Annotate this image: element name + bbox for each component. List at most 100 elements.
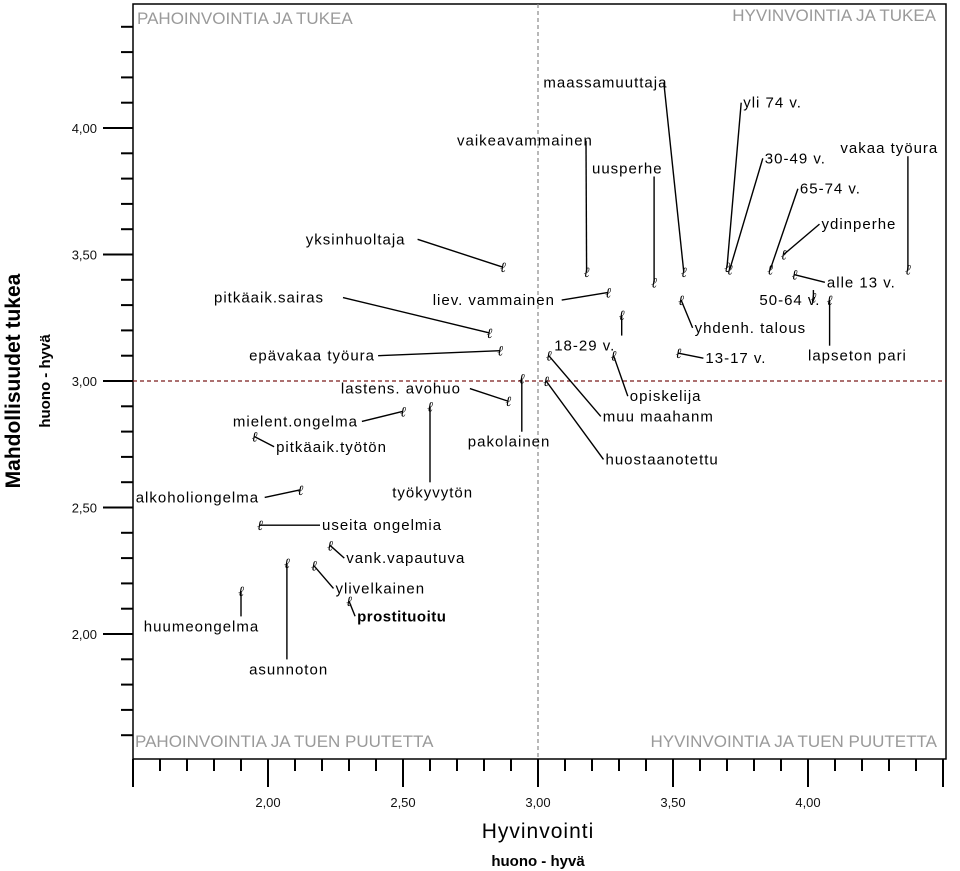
data-point: ℓ (792, 268, 798, 284)
data-label: pitkäaik.sairas (214, 290, 324, 307)
data-label: ylivelkainen (336, 580, 426, 597)
data-point: ℓ (827, 293, 833, 309)
axis-ticks (103, 25, 944, 787)
leader-line (680, 299, 694, 329)
data-label: ydinperhe (822, 216, 897, 233)
data-point: ℓ (546, 349, 552, 365)
data-point: ℓ (724, 260, 730, 276)
leader-line (313, 565, 335, 589)
leader-line (612, 355, 629, 397)
data-label: vank.vapautuva (346, 550, 465, 567)
data-label: prostituoitu (357, 608, 446, 625)
leader-line (361, 410, 404, 423)
data-label: asunnoton (249, 661, 328, 678)
leader-line (545, 380, 605, 460)
y-tick-label: 2,50 (72, 501, 97, 516)
leader-line (348, 600, 356, 617)
x-tick-label: 2,50 (390, 795, 415, 810)
leader-line (342, 296, 490, 334)
leader-line (561, 291, 609, 301)
data-point: ℓ (327, 538, 333, 554)
data-label: yhdenh. talous (695, 320, 807, 337)
data-label: pitkäaik.työtön (276, 439, 387, 456)
data-label: uusperhe (592, 160, 663, 177)
leader-line (469, 387, 509, 402)
data-label: 18-29 v. (554, 338, 615, 355)
x-axis-subtitle: huono - hyvä (491, 853, 585, 870)
y-tick-label: 2,00 (72, 627, 97, 642)
quadrant-label-bottom-right: HYVINVOINTIA JA TUEN PUUTETTA (650, 732, 937, 751)
leader-line (663, 82, 685, 273)
data-label: lastens. avohuo (341, 381, 461, 398)
data-label: huumeongelma (144, 618, 259, 635)
leader-line (585, 140, 588, 273)
data-label: alle 13 v. (827, 274, 896, 291)
y-axis-title: Mahdollisuudet tukea (2, 273, 25, 488)
leader-line (783, 223, 820, 256)
y-tick-label: 3,00 (72, 374, 97, 389)
data-point: ℓ (619, 308, 625, 324)
leader-line (329, 544, 345, 559)
data-point: ℓ (605, 285, 611, 301)
data-label: 13-17 v. (705, 350, 766, 367)
data-label: useita ongelmia (322, 517, 442, 534)
leader-line (726, 102, 742, 268)
y-tick-label: 4,00 (72, 121, 97, 136)
data-point: ℓ (284, 556, 290, 572)
y-axis-subtitle: huono - hyvä (37, 334, 54, 428)
data-label: huostaanotettu (606, 451, 719, 468)
data-point: ℓ (905, 263, 911, 279)
data-point: ℓ (252, 430, 258, 446)
data-label: liev. vammainen (433, 292, 555, 309)
data-label: 30-49 v. (765, 150, 826, 167)
data-label: mielent.ongelma (233, 413, 358, 430)
data-point: ℓ (519, 371, 525, 387)
leader-line (678, 352, 704, 359)
reference-lines (133, 4, 946, 759)
data-point: ℓ (486, 326, 492, 342)
data-label: opiskelija (630, 388, 702, 405)
data-label: 50-64 v. (759, 292, 820, 309)
leader-line (264, 489, 301, 499)
leader-line (548, 355, 602, 417)
x-axis-title: Hyvinvointi (482, 820, 595, 843)
data-label: työkyvytön (392, 484, 473, 501)
data-point: ℓ (500, 260, 506, 276)
data-label: epävakaa työura (249, 348, 375, 365)
data-label: yli 74 v. (743, 95, 802, 112)
data-point: ℓ (297, 483, 303, 499)
data-point: ℓ (543, 374, 549, 390)
data-label: yksinhuoltaja (306, 231, 406, 248)
data-point: ℓ (311, 559, 317, 575)
data-point: ℓ (584, 265, 590, 281)
data-point: ℓ (400, 404, 406, 420)
data-point: ℓ (497, 344, 503, 360)
data-point: ℓ (651, 275, 657, 291)
quadrant-label-bottom-left: PAHOINVOINTIA JA TUEN PUUTETTA (135, 732, 434, 751)
data-label: pakolainen (468, 434, 551, 451)
data-point: ℓ (810, 291, 816, 307)
leader-line (769, 188, 799, 270)
data-label: alkoholiongelma (136, 489, 259, 506)
leader-line (794, 274, 826, 284)
data-label: muu maahanm (603, 408, 714, 425)
x-tick-label: 4,00 (795, 795, 820, 810)
data-label: lapseton pari (808, 348, 907, 365)
data-label: vakaa työura (840, 140, 938, 157)
x-tick-label: 3,50 (660, 795, 685, 810)
data-point: ℓ (257, 518, 263, 534)
leader-line (729, 158, 764, 270)
quadrant-label-top-left: PAHOINVOINTIA JA TUKEA (137, 9, 353, 28)
data-point: ℓ (727, 263, 733, 279)
data-point: ℓ (681, 265, 687, 281)
data-point: ℓ (678, 293, 684, 309)
data-point: ℓ (781, 248, 787, 264)
data-point: ℓ (675, 346, 681, 362)
leader-line (254, 436, 275, 448)
data-point: ℓ (505, 394, 511, 410)
data-label: 65-74 v. (800, 181, 861, 198)
